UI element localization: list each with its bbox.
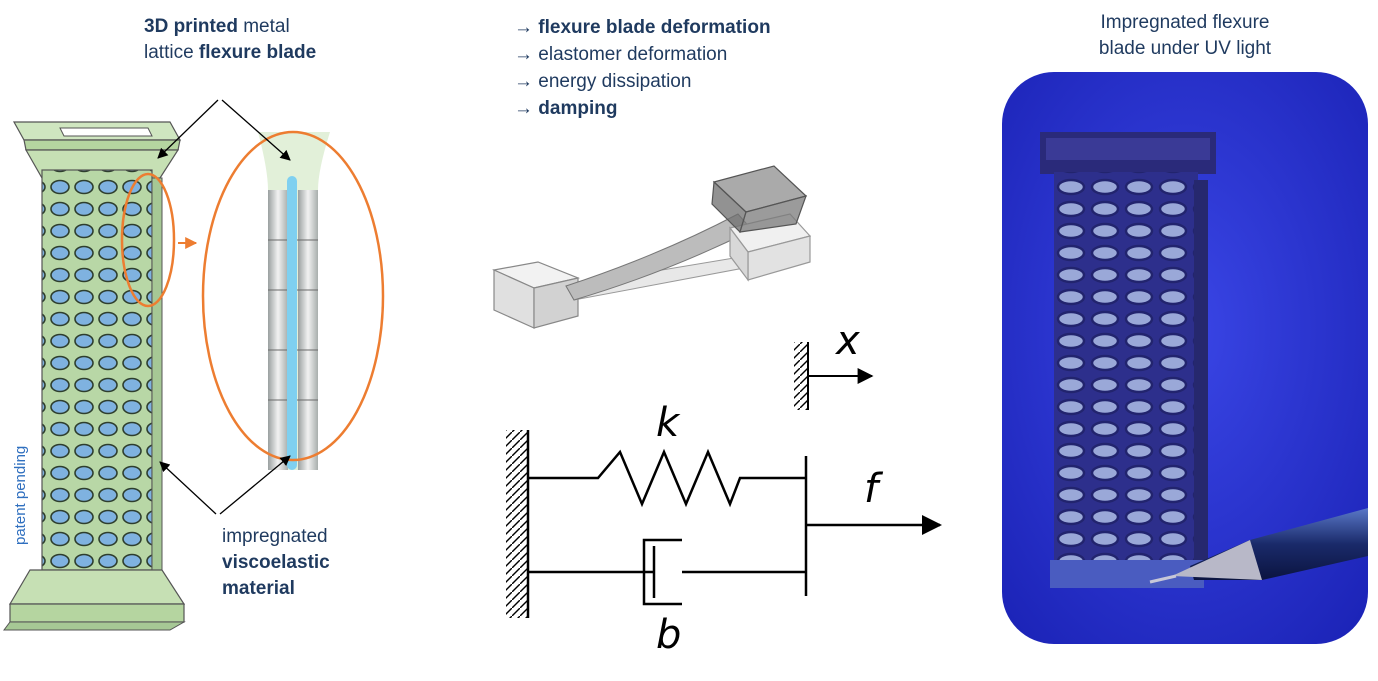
damping-chain: → flexure blade deformation → elastomer … — [514, 14, 771, 122]
chain-item: → damping — [514, 98, 618, 119]
spring-damper-model — [506, 342, 942, 618]
flexure-deformation-sketch — [491, 165, 812, 329]
caption-text-lattice: lattice — [144, 42, 199, 63]
label-f: f — [864, 466, 879, 512]
caption-text-metal: metal — [237, 16, 290, 37]
zoom-highlight-small — [120, 172, 176, 308]
caption-bold-flexure-blade: flexure blade — [198, 42, 317, 63]
chain-item: → flexure blade deformation — [514, 17, 771, 38]
label-x: x — [836, 318, 860, 364]
impregnated-line1: impregnated — [222, 526, 328, 547]
callout-arrows — [157, 99, 291, 515]
impregnated-caption: impregnated viscoelastic material — [222, 524, 330, 602]
label-k: k — [656, 400, 680, 446]
uv-caption-line1: Impregnated flexure — [1100, 12, 1270, 33]
zoomed-cross-section — [201, 130, 385, 470]
impregnated-line3: material — [222, 578, 295, 599]
lattice-blade-illustration — [3, 121, 186, 631]
chain-item: → elastomer deformation — [514, 44, 728, 65]
uv-caption: Impregnated flexure blade under UV light — [1060, 10, 1310, 62]
uv-caption-line2: blade under UV light — [1098, 38, 1272, 59]
blade-caption: 3D printed metal lattice flexure blade — [144, 14, 316, 66]
chain-item: → energy dissipation — [514, 71, 692, 92]
caption-bold-3dprinted: 3D printed — [144, 16, 238, 37]
label-b: b — [656, 612, 682, 658]
uv-photo — [1002, 72, 1368, 644]
impregnated-line2: viscoelastic — [222, 552, 330, 573]
patent-pending-label: patent pending — [12, 445, 29, 545]
